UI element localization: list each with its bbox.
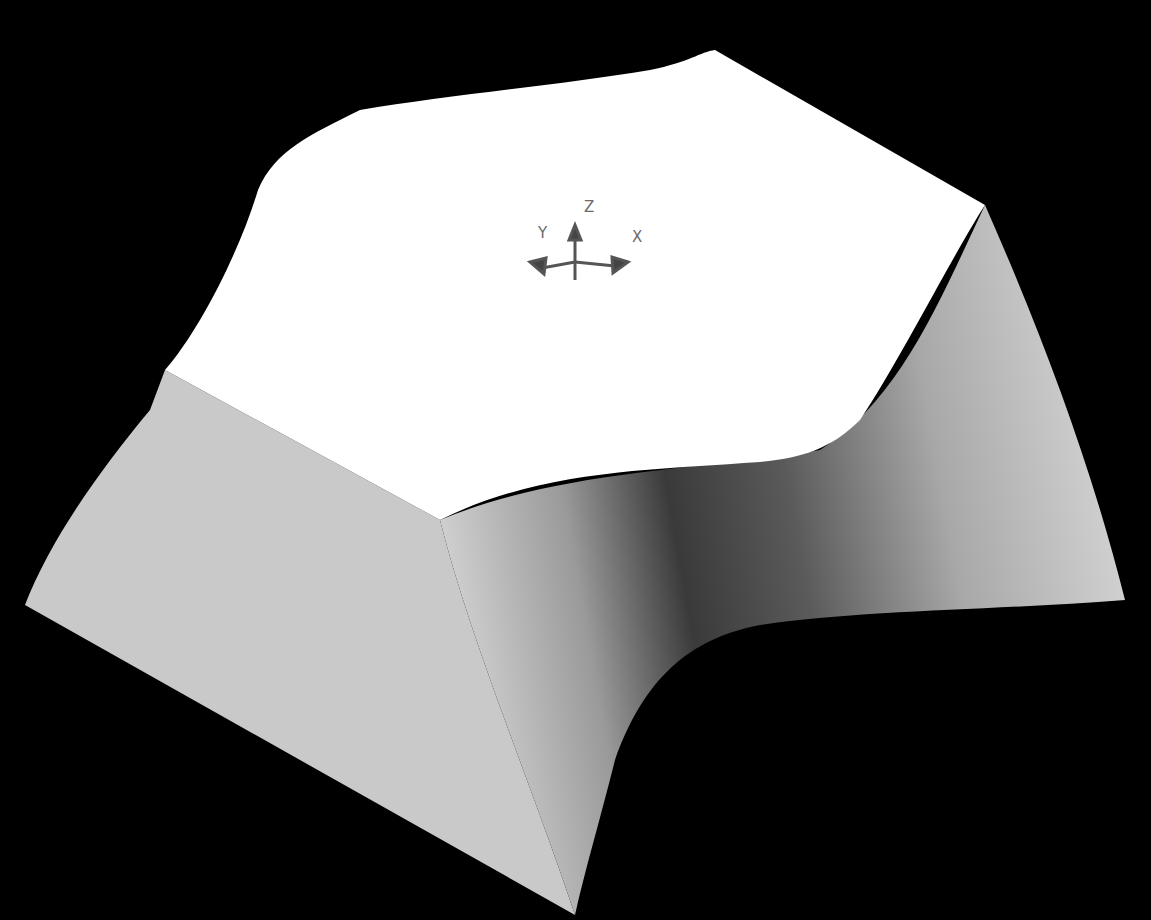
axis-label: Y xyxy=(538,226,547,241)
top-face xyxy=(165,50,985,520)
axis-label: X xyxy=(632,230,642,245)
axis-label: Z xyxy=(584,200,594,215)
axis-triad xyxy=(530,225,628,280)
